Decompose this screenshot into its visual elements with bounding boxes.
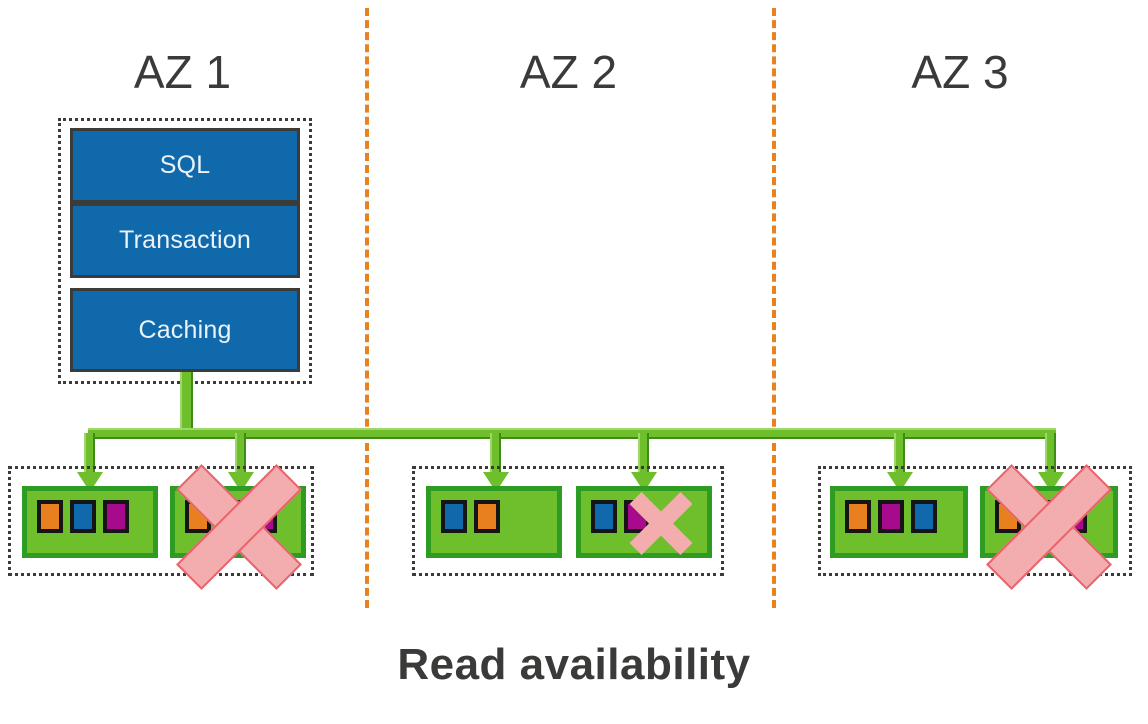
az-divider-2 [772,8,776,608]
chip-blue-icon [70,500,96,533]
bus-drop-6 [1045,433,1056,475]
service-box-sql[interactable]: SQL [70,128,300,203]
replica-group-az2 [412,466,724,576]
az-divider-1 [365,8,369,608]
chip-blue-icon [911,500,937,533]
replica-group-az3 [818,466,1132,576]
chip-orange-icon [37,500,63,533]
az-label-2: AZ 2 [519,46,618,98]
bus-drop-2 [235,433,246,475]
bus-drop-5 [894,433,905,475]
chip-row [845,500,937,533]
az-label-1: AZ 1 [133,46,232,98]
bus-drop-4 [638,433,649,475]
bus-drop-1 [84,433,95,475]
bus-trunk [180,372,193,434]
chip-row [37,500,129,533]
service-box-transaction[interactable]: Transaction [70,203,300,278]
chip-blue-icon [441,500,467,533]
failure-x-icon-az2-b-chip [625,487,697,559]
diagram-caption: Read availability [397,640,751,689]
bus-horizontal [88,428,1056,439]
replica-az3-a[interactable] [830,486,968,558]
replica-az2-a[interactable] [426,486,562,558]
az-label-3: AZ 3 [911,46,1009,98]
chip-magenta-icon [878,500,904,533]
replica-az1-a[interactable] [22,486,158,558]
replica-group-az1 [8,466,314,576]
chip-row [441,500,500,533]
chip-magenta-icon [103,500,129,533]
chip-orange-icon [474,500,500,533]
failure-x-icon-az1-b [168,448,310,606]
bus-drop-3 [490,433,501,475]
service-box-caching[interactable]: Caching [70,288,300,372]
chip-orange-icon [845,500,871,533]
failure-x-icon-az3-b [978,448,1120,606]
chip-blue-icon [591,500,617,533]
